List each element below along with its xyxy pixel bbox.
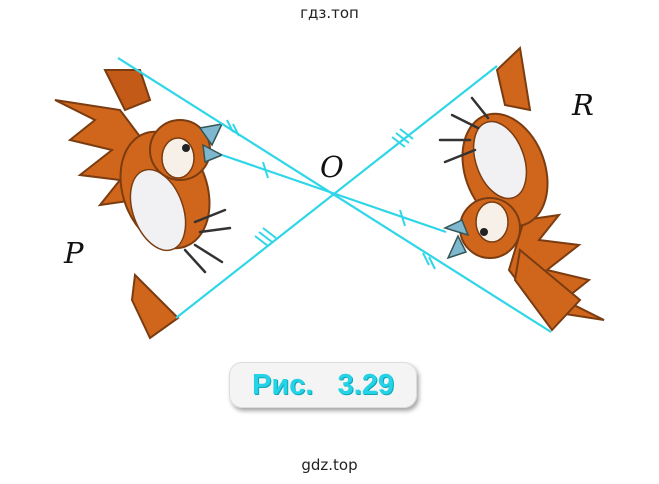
bird-p-icon [54, 69, 232, 340]
segment-beak-p-to-beak-r [221, 153, 447, 234]
segment-bottom-left-to-top-right [175, 65, 498, 319]
figure-caption-box: Рис. 3.29 [229, 362, 417, 408]
point-o-label: O [320, 150, 344, 184]
figure-caption: Рис. 3.29 [252, 368, 394, 401]
point-p-label: P [64, 236, 84, 270]
segment-top-left-to-bottom-right [117, 57, 552, 333]
watermark-top: гдз.топ [300, 4, 359, 22]
watermark-bottom: gdz.top [301, 456, 358, 474]
bird-r-icon [438, 45, 605, 332]
symmetry-segments [117, 57, 552, 333]
point-r-label: R [572, 88, 594, 122]
tick-marks [226, 119, 436, 270]
